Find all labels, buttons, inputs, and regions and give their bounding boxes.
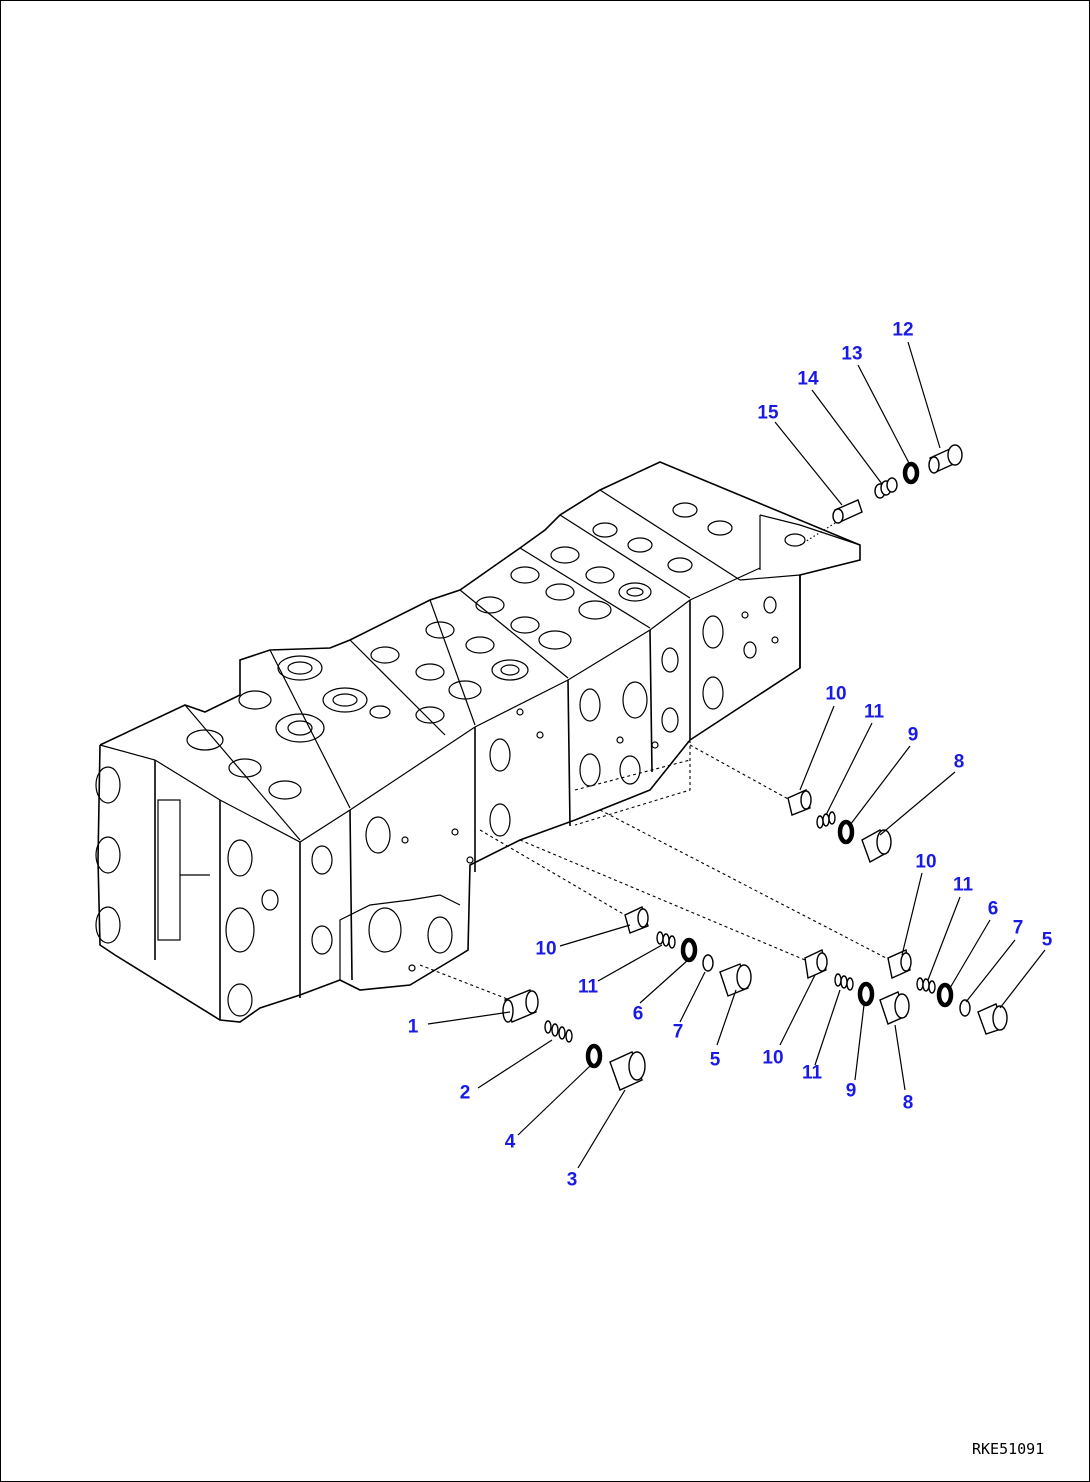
callout-1: 1 <box>407 1016 419 1038</box>
callout-15: 15 <box>757 402 779 424</box>
callout-8: 8 <box>902 1092 914 1114</box>
parts-group-center-right <box>519 839 910 1025</box>
callout-11: 11 <box>577 976 599 998</box>
callout-7: 7 <box>1012 917 1024 939</box>
bolt-marks <box>401 611 779 972</box>
callout-9: 9 <box>907 724 919 746</box>
front-ports <box>95 596 777 1017</box>
callout-12: 12 <box>892 319 914 341</box>
callout-10: 10 <box>762 1047 784 1069</box>
valve-body <box>95 461 861 1023</box>
parts-group-top <box>799 444 963 546</box>
callout-11: 11 <box>801 1062 823 1084</box>
parts-group-lower-left <box>419 964 646 1091</box>
callout-10: 10 <box>535 938 557 960</box>
callout-10: 10 <box>915 851 937 873</box>
callout-5: 5 <box>1041 929 1053 951</box>
drawing-code: RKE51091 <box>972 1440 1045 1458</box>
callout-11: 11 <box>863 701 885 723</box>
callout-11: 11 <box>952 874 974 896</box>
callout-4: 4 <box>504 1131 516 1153</box>
callout-6: 6 <box>987 898 999 920</box>
callout-14: 14 <box>797 368 819 390</box>
callout-9: 9 <box>845 1080 857 1102</box>
callout-8: 8 <box>953 751 965 773</box>
callout-6: 6 <box>632 1003 644 1025</box>
callout-5: 5 <box>709 1049 721 1071</box>
parts-group-right-lower <box>599 809 1008 1035</box>
callout-7: 7 <box>672 1021 684 1043</box>
top-ports <box>186 502 806 800</box>
callout-10: 10 <box>825 683 847 705</box>
parts-group-center <box>479 829 752 997</box>
leader-lines <box>427 341 1046 1169</box>
callout-2: 2 <box>459 1082 471 1104</box>
callout-13: 13 <box>841 343 863 365</box>
parts-group-right-upper <box>689 744 892 864</box>
callout-3: 3 <box>566 1169 578 1191</box>
